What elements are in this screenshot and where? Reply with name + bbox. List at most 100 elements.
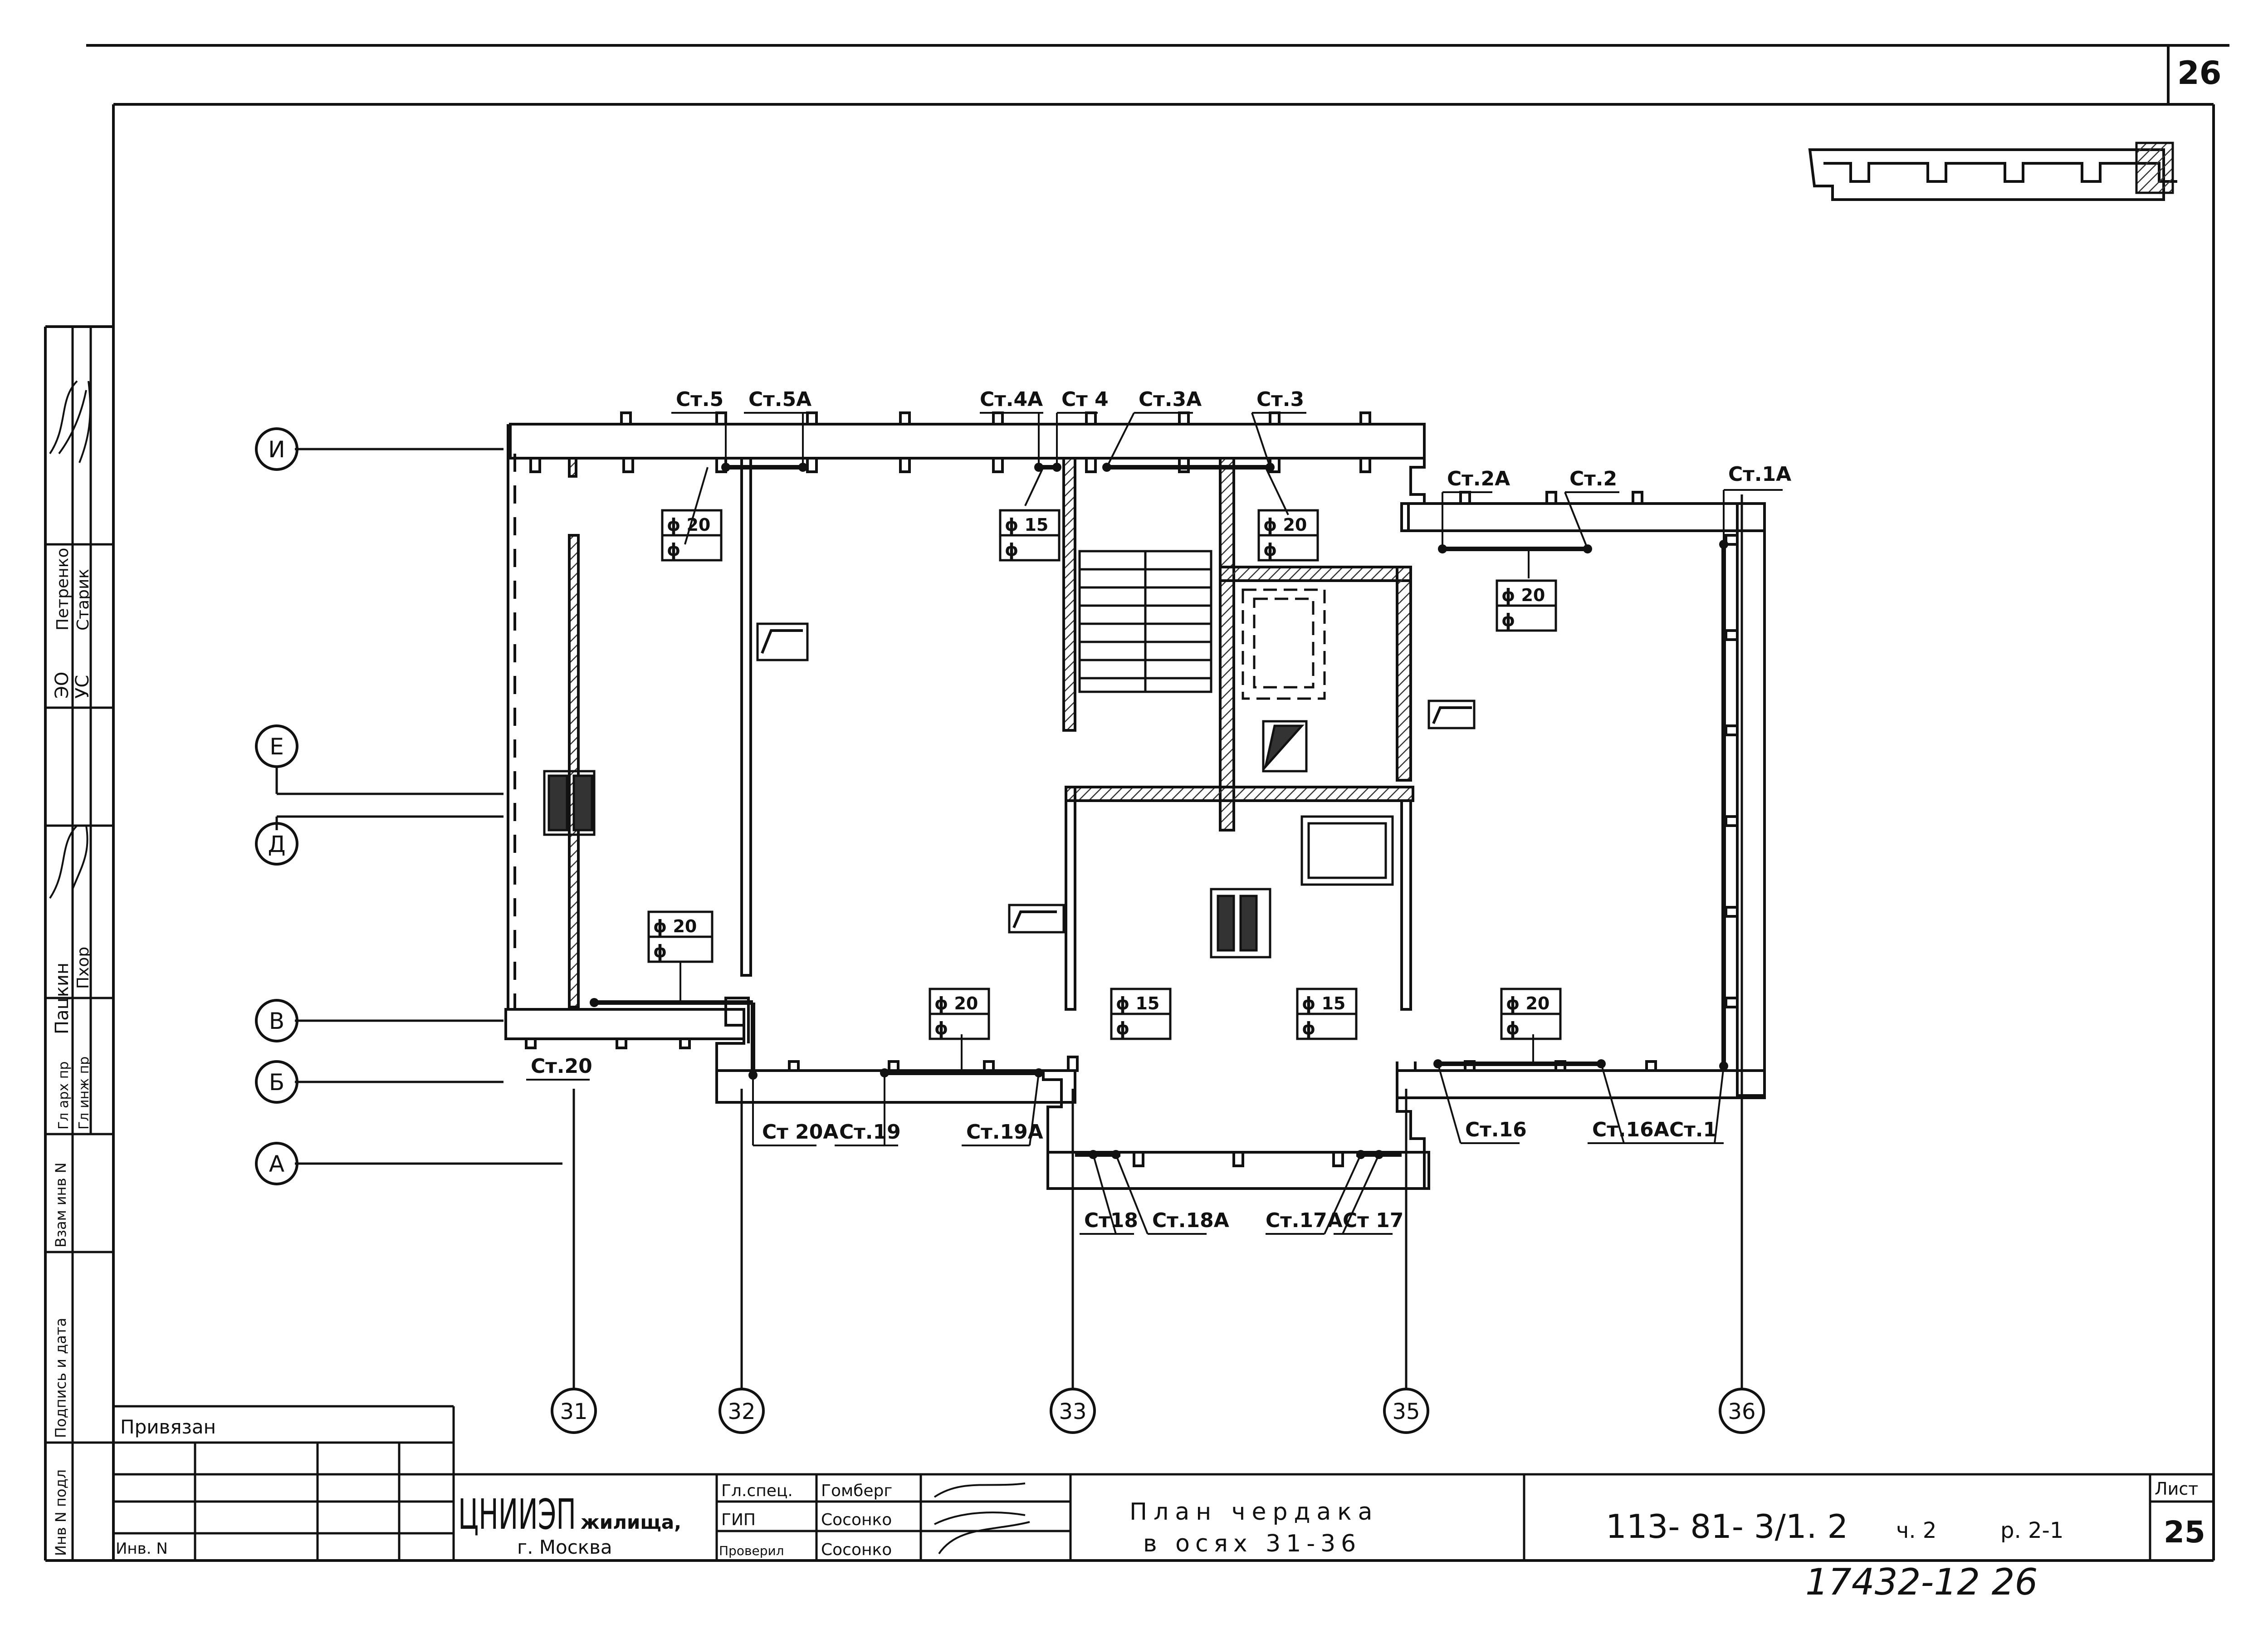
- diameter-tags: ϕ 20 ϕ ϕ 15 ϕ ϕ 20 ϕ ϕ 20 ϕ ϕ 20 ϕ ϕ 20 ϕ ϕ 15…: [647, 509, 1562, 1040]
- role-glspec: Гл.спец.: [721, 1482, 793, 1500]
- org-city: г. Москва: [517, 1536, 612, 1558]
- sheet-frame: [44, 44, 2229, 1562]
- svg-text:ϕ 20: ϕ 20: [667, 515, 710, 535]
- wall-fragment-sketch: [1808, 142, 2177, 201]
- drawing-title-2: в осях 31-36: [1143, 1530, 1361, 1557]
- axis-label-32: 32: [728, 1399, 755, 1424]
- svg-text:ϕ 20: ϕ 20: [934, 993, 978, 1013]
- top-sheet-number: 26: [2177, 54, 2221, 92]
- name-sosonko-2: Сосонко: [821, 1541, 892, 1559]
- riser-st5a: Ст.5А: [748, 388, 811, 411]
- svg-text:ϕ 15: ϕ 15: [1005, 515, 1048, 535]
- svg-text:ϕ: ϕ: [1263, 540, 1277, 560]
- riser-st20a: Ст 20А: [762, 1120, 838, 1144]
- tag-d20-2: ϕ 20 ϕ: [1257, 509, 1319, 562]
- stamp-name-phor: Пхор: [74, 947, 93, 989]
- sheet-number: 25: [2164, 1515, 2205, 1550]
- tag-d20-5: ϕ 20 ϕ: [929, 988, 990, 1040]
- axis-label-33: 33: [1059, 1399, 1086, 1424]
- pipe-nodes: [590, 463, 1728, 1159]
- role-proveril: Проверил: [719, 1543, 784, 1558]
- riser-st3a: Ст.3А: [1139, 388, 1202, 411]
- tag-d15-1: ϕ 15 ϕ: [999, 509, 1061, 562]
- document-code: 113- 81- 3/1. 2: [1606, 1507, 1848, 1546]
- axis-label-a: А: [269, 1151, 284, 1177]
- inv-label: Инв. N: [116, 1540, 168, 1558]
- axis-label-d: Д: [268, 831, 285, 857]
- riser-st4a: Ст.4А: [980, 388, 1043, 411]
- riser-labels: Ст.5 Ст.5А Ст.4А Ст 4 Ст.3А Ст.3 Ст.2А С…: [531, 388, 1791, 1232]
- svg-text:ϕ 20: ϕ 20: [1501, 585, 1545, 605]
- riser-st19a: Ст.19А: [966, 1120, 1043, 1144]
- axis-label-b: Б: [269, 1069, 284, 1096]
- riser-st1: Ст.1: [1669, 1118, 1717, 1141]
- svg-text:ϕ: ϕ: [1005, 540, 1018, 560]
- tag-d20-6: ϕ 20 ϕ: [1500, 988, 1562, 1040]
- role-gip: ГИП: [721, 1511, 756, 1529]
- title-block: [113, 1405, 2214, 1561]
- stamp-role-eng: Гл инж пр: [76, 1057, 92, 1130]
- stamp-name-patskin: Пацкин: [52, 963, 73, 1034]
- stamp-code-2: УС: [72, 675, 93, 699]
- riser-st16a: Ст.16А: [1592, 1118, 1669, 1141]
- archive-number: 17432-12 26: [1805, 1561, 2038, 1603]
- riser-st2: Ст.2: [1569, 467, 1617, 490]
- part-number: ч. 2: [1896, 1518, 1936, 1543]
- svg-text:ϕ 20: ϕ 20: [1506, 993, 1549, 1013]
- riser-leaders: [526, 412, 1783, 1235]
- org-suffix: жилища,: [581, 1511, 681, 1533]
- riser-st1a: Ст.1А: [1728, 463, 1791, 486]
- riser-st5: Ст.5: [676, 388, 723, 411]
- axis-label-36: 36: [1728, 1399, 1755, 1424]
- signatures-title: [934, 1482, 1030, 1555]
- name-sosonko-1: Сосонко: [821, 1511, 892, 1529]
- riser-st17a: Ст.17А: [1266, 1209, 1343, 1232]
- org-name: ЦНИИЭП: [458, 1490, 576, 1539]
- svg-text:ϕ: ϕ: [1501, 610, 1515, 630]
- stamp-name-starik: Старик: [74, 569, 93, 631]
- name-gomberg: Гомберг: [821, 1482, 892, 1500]
- signature-1: [49, 380, 91, 463]
- svg-text:ϕ 20: ϕ 20: [653, 916, 697, 936]
- riser-st17: Ст 17: [1343, 1209, 1403, 1232]
- riser-st18: Ст18: [1084, 1209, 1138, 1232]
- svg-text:ϕ: ϕ: [1506, 1018, 1520, 1038]
- riser-st19: Ст.19: [839, 1120, 901, 1144]
- stamp-code-1: ЭО: [52, 672, 73, 699]
- svg-text:ϕ 20: ϕ 20: [1263, 515, 1307, 535]
- svg-text:ϕ 15: ϕ 15: [1116, 993, 1159, 1013]
- tag-d15-3: ϕ 15ϕ: [1296, 988, 1358, 1040]
- riser-st20: Ст.20: [531, 1055, 592, 1078]
- axis-label-e: Е: [269, 734, 284, 760]
- signature-2: [49, 825, 88, 899]
- riser-st18a: Ст.18А: [1152, 1209, 1229, 1232]
- section-number: р. 2-1: [2000, 1518, 2063, 1543]
- riser-st2a: Ст.2А: [1447, 467, 1510, 490]
- stamp-role-arch: Гл арх пр: [56, 1062, 72, 1130]
- svg-text:ϕ: ϕ: [653, 941, 667, 961]
- riser-st4: Ст 4: [1061, 388, 1109, 411]
- side-stamp: ЭО УС Петренко Старик Пацкин Пхор Гл арх…: [45, 327, 113, 1561]
- vent-shafts: [543, 588, 1476, 959]
- axis-bubbles: И Е Д В Б А 31 32 33 35 36: [255, 427, 1765, 1434]
- staircase: [1078, 550, 1212, 693]
- stamp-signature-date: Подпись и дата: [52, 1318, 69, 1438]
- tag-d20-3: ϕ 20 ϕ: [1496, 579, 1557, 632]
- drawing-title-1: План чердака: [1129, 1498, 1379, 1526]
- stamp-inv-podl: Инв N подл: [52, 1469, 69, 1556]
- stamp-replace-inv: Взам инв N: [52, 1162, 69, 1248]
- tag-d15-2: ϕ 15ϕ: [1110, 988, 1172, 1040]
- attached-label: Привязан: [120, 1416, 216, 1438]
- riser-st3: Ст.3: [1256, 388, 1304, 411]
- axis-label-31: 31: [560, 1399, 587, 1424]
- svg-text:ϕ: ϕ: [667, 540, 680, 560]
- svg-text:ϕ 15: ϕ 15: [1302, 993, 1345, 1013]
- sheet-label: Лист: [2155, 1479, 2198, 1499]
- riser-st16: Ст.16: [1465, 1118, 1527, 1141]
- tag-d20-4: ϕ 20 ϕ: [647, 910, 714, 963]
- stamp-name-petrenko: Петренко: [54, 548, 72, 631]
- svg-text:ϕ: ϕ: [934, 1018, 948, 1038]
- axis-label-35: 35: [1392, 1399, 1420, 1424]
- tag-d20-1: ϕ 20 ϕ: [661, 509, 723, 562]
